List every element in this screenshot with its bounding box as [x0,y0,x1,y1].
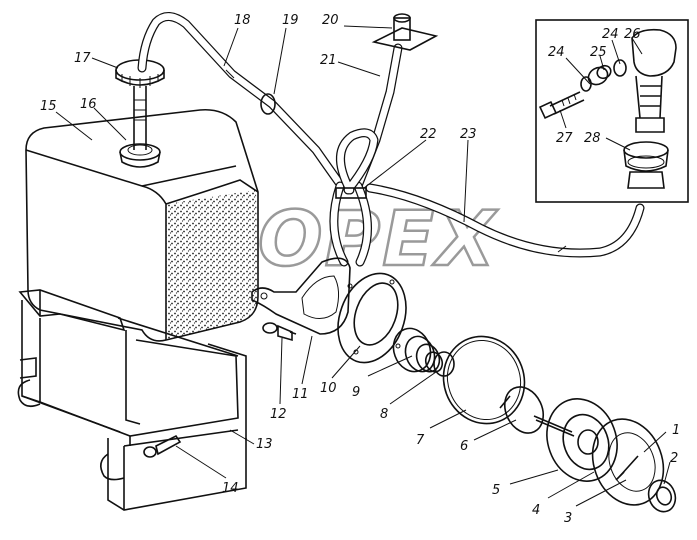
filler-neck [119,143,161,168]
callout-19: 19 [282,13,299,28]
callout-12: 12 [270,407,287,422]
valve-plate [499,386,575,437]
callout-16: 16 [80,97,97,112]
callout-2: 2 [670,451,678,466]
hose-clip [260,93,276,115]
callout-7: 7 [416,433,425,448]
callout-23: 23 [460,127,477,142]
detail-inset-frame [535,19,689,203]
callout-18: 18 [234,13,251,28]
end-cap [647,479,677,513]
callout-25: 25 [590,45,607,60]
callout-5: 5 [492,483,500,498]
pump-cover [591,418,665,506]
fuel-tank [25,108,259,342]
callout-15: 15 [40,99,57,114]
callout-9: 9 [352,385,360,400]
callout-26: 26 [624,27,641,42]
hose-loop [329,128,379,267]
callout-4: 4 [532,503,540,518]
callout-10: 10 [320,381,337,396]
callout-labels: 1 2 3 4 5 6 7 8 9 10 11 12 13 14 15 16 1… [40,13,680,526]
callout-24-left: 24 [548,45,565,60]
pump-housing [546,398,618,482]
callout-17: 17 [74,51,91,66]
mounting-bolt [143,434,182,458]
callout-21: 21 [320,53,337,68]
diaphragm [442,335,526,425]
callout-13: 13 [256,437,273,452]
screw [262,322,297,342]
detail-inset-parts [538,28,677,189]
callout-24-top: 24 [602,27,619,42]
callout-22: 22 [420,127,437,142]
callout-20: 20 [322,13,339,28]
bellows [392,327,444,373]
leader-lines [55,25,671,507]
hose-fitting [371,13,439,51]
callout-8: 8 [380,407,388,422]
callout-11: 11 [292,387,309,402]
callout-3: 3 [564,511,572,526]
callout-28: 28 [584,131,601,146]
flange-ring [337,272,407,364]
callout-14: 14 [222,481,239,496]
callout-1: 1 [672,423,680,438]
callout-27: 27 [556,131,573,146]
callout-6: 6 [460,439,468,454]
watermark-logo: OPEX [258,194,498,283]
mounting-bracket [17,289,247,511]
gasket [251,257,351,335]
